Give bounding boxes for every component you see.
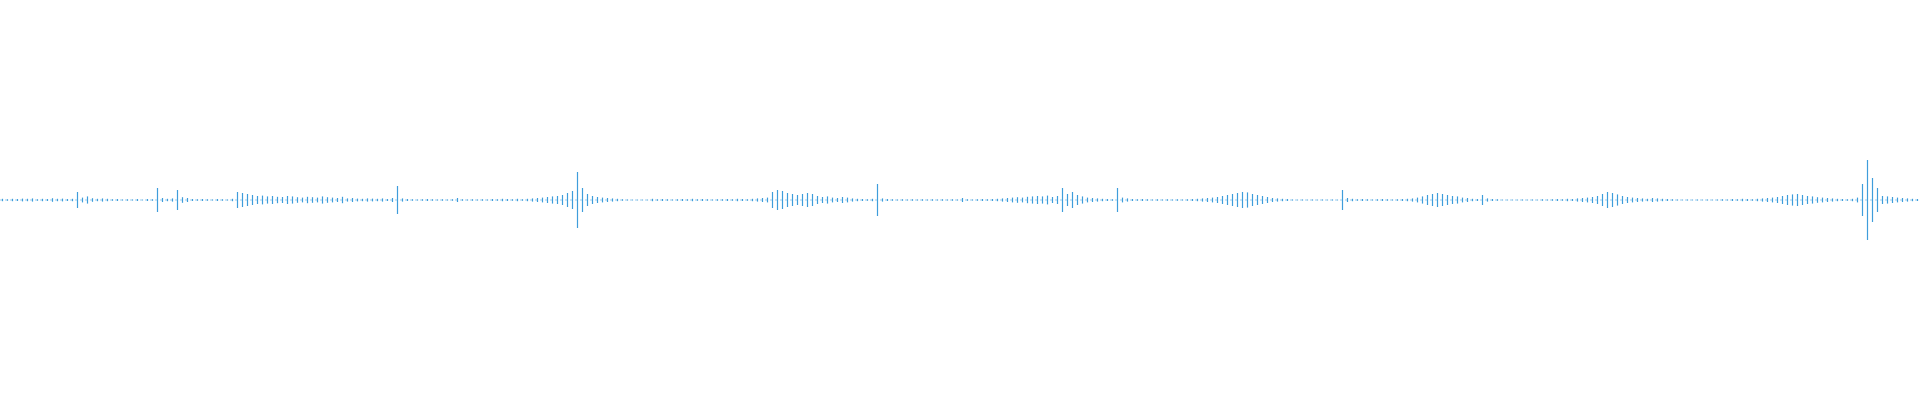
audio-waveform[interactable] <box>0 0 1920 400</box>
waveform-panel <box>0 0 1920 400</box>
